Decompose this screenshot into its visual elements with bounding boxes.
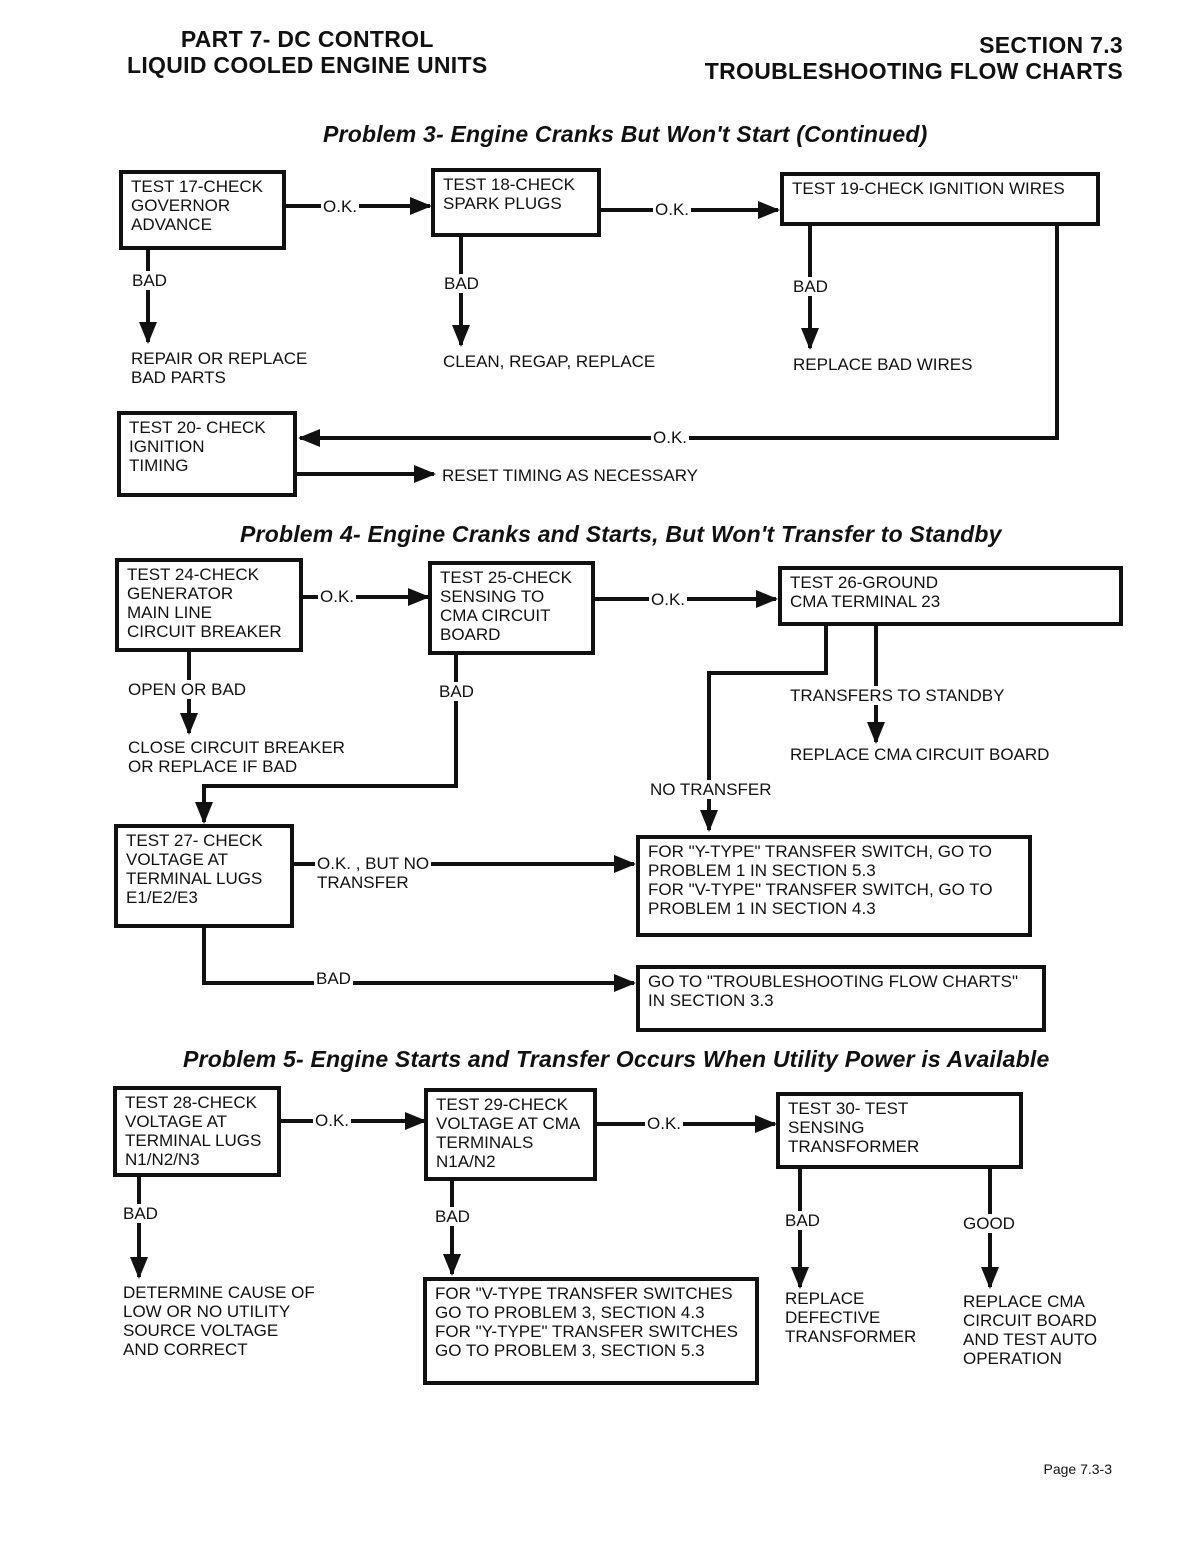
p4-bad-27 bbox=[202, 927, 636, 992]
p3-ok-label-3: O.K. bbox=[651, 428, 690, 447]
p5-action-29-box: FOR "V-TYPE TRANSFER SWITCHES GO TO PROB… bbox=[423, 1277, 759, 1385]
problem-5-title: Problem 5- Engine Starts and Transfer Oc… bbox=[183, 1046, 1050, 1072]
header-section: SECTION 7.3 bbox=[979, 32, 1123, 58]
test-29-box: TEST 29-CHECK VOLTAGE AT CMA TERMINALS N… bbox=[424, 1088, 597, 1181]
p3-action-18: CLEAN, REGAP, REPLACE bbox=[443, 352, 656, 371]
p4-open-or-bad-label: OPEN OR BAD bbox=[126, 680, 249, 699]
p3-action-19: REPLACE BAD WIRES bbox=[793, 355, 973, 374]
test-17-box: TEST 17-CHECK GOVERNOR ADVANCE bbox=[119, 170, 286, 250]
p5-bad-label-2: BAD bbox=[433, 1207, 472, 1226]
problem-4-title: Problem 4- Engine Cranks and Starts, But… bbox=[240, 521, 1002, 547]
p5-action-28: DETERMINE CAUSE OF LOW OR NO UTILITY SOU… bbox=[123, 1283, 315, 1359]
test-18-box: TEST 18-CHECK SPARK PLUGS bbox=[431, 168, 601, 237]
test-30-box: TEST 30- TEST SENSING TRANSFORMER bbox=[776, 1092, 1023, 1169]
p4-bad-label-1: BAD bbox=[437, 682, 476, 701]
test-24-box: TEST 24-CHECK GENERATOR MAIN LINE CIRCUI… bbox=[115, 558, 303, 652]
p4-ok-but-no-transfer: O.K. , BUT NO TRANSFER bbox=[315, 854, 432, 892]
header-section-title: TROUBLESHOOTING FLOW CHARTS bbox=[704, 58, 1123, 84]
goto-section-3-3-box: GO TO "TROUBLESHOOTING FLOW CHARTS" IN S… bbox=[636, 965, 1046, 1032]
p5-action-30-good: REPLACE CMA CIRCUIT BOARD AND TEST AUTO … bbox=[963, 1292, 1098, 1368]
p4-replace-cma: REPLACE CMA CIRCUIT BOARD bbox=[790, 745, 1050, 764]
test-26-box: TEST 26-GROUND CMA TERMINAL 23 bbox=[778, 566, 1123, 626]
p5-good-label: GOOD bbox=[961, 1214, 1017, 1233]
test-20-box: TEST 20- CHECK IGNITION TIMING bbox=[117, 411, 297, 497]
test-28-box: TEST 28-CHECK VOLTAGE AT TERMINAL LUGS N… bbox=[113, 1086, 281, 1177]
p4-bad-25 bbox=[195, 655, 458, 824]
p5-bad-label-3: BAD bbox=[783, 1211, 822, 1230]
header-right: SECTION 7.3 TROUBLESHOOTING FLOW CHARTS bbox=[705, 32, 1123, 84]
problem-3-title: Problem 3- Engine Cranks But Won't Start… bbox=[323, 121, 928, 147]
p5-ok-label-1: O.K. bbox=[313, 1111, 352, 1130]
p3-bad-label-2: BAD bbox=[442, 274, 481, 293]
p4-ok-label-2: O.K. bbox=[649, 590, 688, 609]
header-subtitle: LIQUID COOLED ENGINE UNITS bbox=[127, 52, 488, 78]
p4-no-transfer bbox=[700, 625, 828, 832]
test-19-box: TEST 19-CHECK IGNITION WIRES bbox=[780, 172, 1100, 226]
p5-bad-label-1: BAD bbox=[121, 1204, 160, 1223]
p4-bad-label-2: BAD bbox=[314, 969, 353, 988]
header-part: PART 7- DC CONTROL bbox=[180, 26, 434, 52]
p5-ok-label-2: O.K. bbox=[645, 1114, 684, 1133]
p4-no-transfer: NO TRANSFER bbox=[648, 780, 774, 799]
header-left: PART 7- DC CONTROL LIQUID COOLED ENGINE … bbox=[127, 26, 487, 78]
test-25-box: TEST 25-CHECK SENSING TO CMA CIRCUIT BOA… bbox=[428, 561, 595, 655]
p4-close-breaker: CLOSE CIRCUIT BREAKER OR REPLACE IF BAD bbox=[128, 738, 345, 776]
page-number: Page 7.3-3 bbox=[1043, 1461, 1113, 1477]
p5-action-30-bad: REPLACE DEFECTIVE TRANSFORMER bbox=[785, 1289, 917, 1346]
p4-transfers-to-standby: TRANSFERS TO STANDBY bbox=[788, 686, 1007, 705]
p3-ok-label-1: O.K. bbox=[321, 197, 360, 216]
p3-bad-label-3: BAD bbox=[791, 277, 830, 296]
p3-ok-19-20 bbox=[298, 225, 1059, 447]
switch-type-box: FOR "Y-TYPE" TRANSFER SWITCH, GO TO PROB… bbox=[636, 835, 1032, 937]
p3-action-17: REPAIR OR REPLACE BAD PARTS bbox=[131, 349, 308, 387]
p3-ok-label-2: O.K. bbox=[653, 200, 692, 219]
test-27-box: TEST 27- CHECK VOLTAGE AT TERMINAL LUGS … bbox=[114, 824, 294, 928]
p3-bad-label-1: BAD bbox=[130, 271, 169, 290]
p4-ok-label-1: O.K. bbox=[318, 587, 357, 606]
p3-action-20: RESET TIMING AS NECESSARY bbox=[442, 466, 699, 485]
